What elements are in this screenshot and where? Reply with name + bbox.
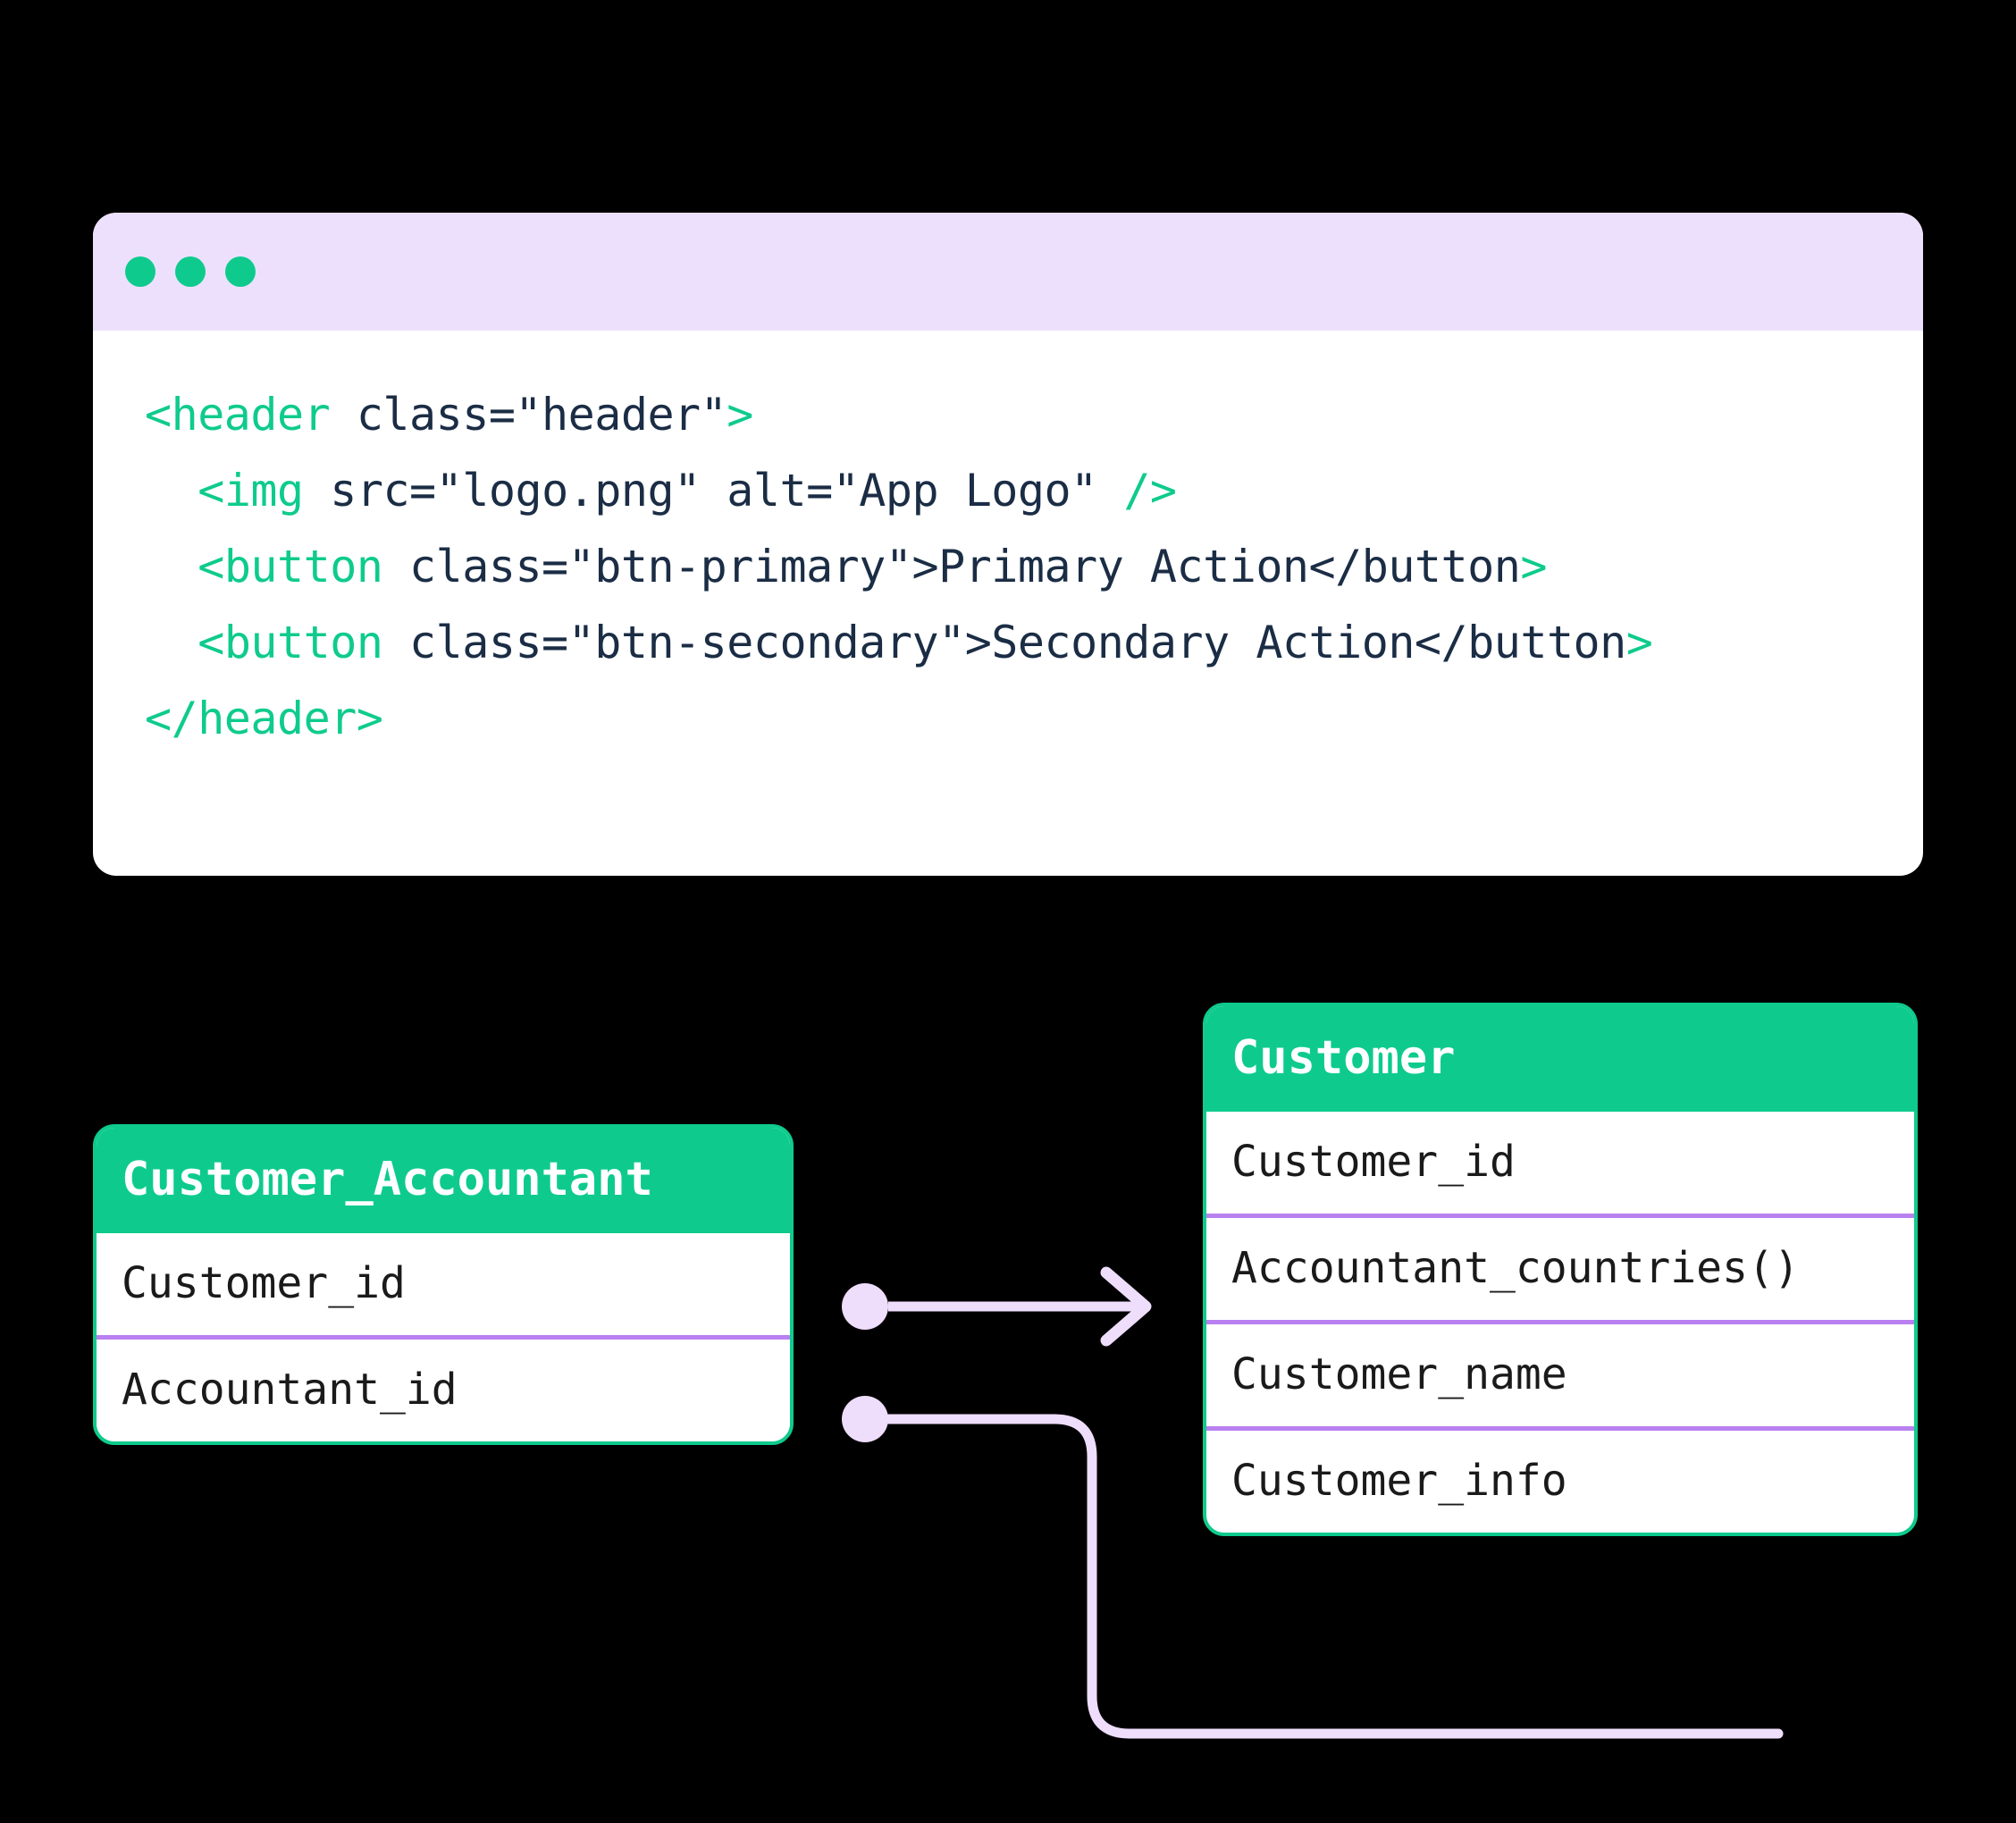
- maximize-dot-icon[interactable]: [225, 256, 256, 287]
- window-title-bar: [93, 213, 1923, 331]
- code-token-closetag: </header>: [145, 693, 383, 744]
- minimize-dot-icon[interactable]: [175, 256, 206, 287]
- code-token-attr: class="btn-secondary">Secondary Action</…: [382, 617, 1626, 668]
- window-controls: [125, 256, 256, 287]
- entity-field-row[interactable]: Customer_name: [1206, 1320, 1914, 1426]
- entity-field-row[interactable]: Customer_info: [1206, 1426, 1914, 1533]
- code-token-selfclose: />: [1123, 465, 1177, 517]
- entity-field-row[interactable]: Accountant_id: [97, 1335, 790, 1441]
- entity-field-row[interactable]: Customer_id: [1206, 1112, 1914, 1214]
- code-line-3: <button class="btn-primary">Primary Acti…: [93, 529, 1923, 605]
- code-line-1: <header class="header">: [93, 377, 1923, 453]
- relation-arrow-head-icon: [1100, 1266, 1152, 1347]
- code-token-bracket: >: [1520, 541, 1547, 592]
- relation-elbow-source-dot: [842, 1396, 888, 1442]
- code-editor-body: <header class="header"> <img src="logo.p…: [93, 331, 1923, 757]
- relation-arrow: [842, 1266, 1152, 1347]
- entity-title: Customer_Accountant: [97, 1128, 790, 1233]
- code-window: <header class="header"> <img src="logo.p…: [93, 213, 1923, 876]
- code-token-tag: <button: [197, 617, 383, 668]
- close-dot-icon[interactable]: [125, 256, 155, 287]
- entity-field-row[interactable]: Customer_id: [97, 1233, 790, 1335]
- code-token-tag: <button: [197, 541, 383, 592]
- code-token-attr: src="logo.png" alt="App Logo": [303, 465, 1124, 517]
- code-token-bracket: >: [1625, 617, 1653, 668]
- code-line-4: <button class="btn-secondary">Secondary …: [93, 605, 1923, 681]
- code-token-bracket: >: [727, 389, 753, 441]
- code-line-5: </header>: [93, 681, 1923, 757]
- code-token-attr: class="btn-primary">Primary Action</butt…: [382, 541, 1521, 592]
- code-token-tag: <header: [145, 389, 331, 441]
- entity-title: Customer: [1206, 1006, 1914, 1112]
- code-token-attr: class="header": [330, 389, 727, 441]
- code-token-tag: <img: [197, 465, 304, 517]
- entity-field-row[interactable]: Accountant_countries(): [1206, 1214, 1914, 1320]
- relation-arrow-source-dot: [842, 1283, 888, 1330]
- entity-customer[interactable]: Customer Customer_id Accountant_countrie…: [1203, 1003, 1918, 1536]
- entity-customer-accountant[interactable]: Customer_Accountant Customer_id Accounta…: [93, 1124, 794, 1445]
- code-line-2: <img src="logo.png" alt="App Logo" />: [93, 453, 1923, 529]
